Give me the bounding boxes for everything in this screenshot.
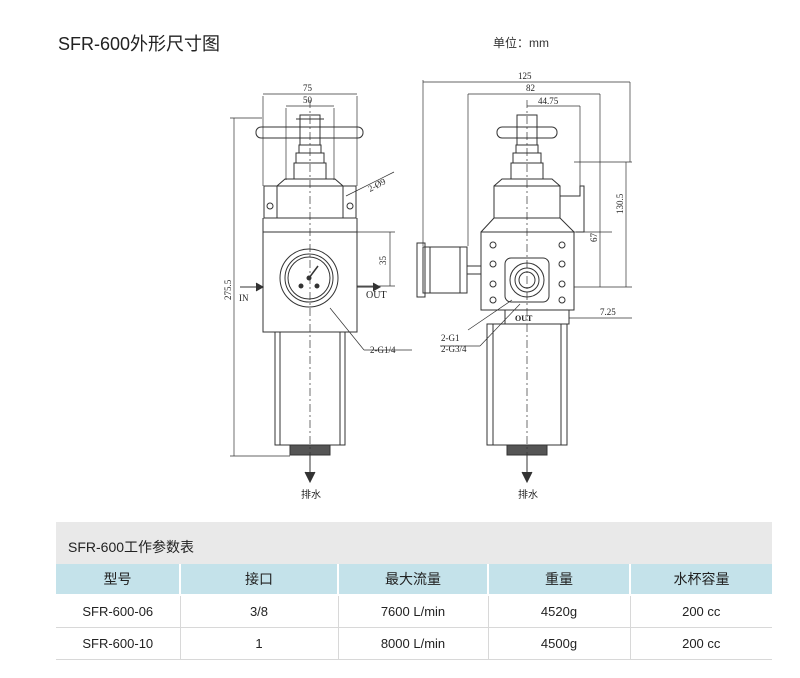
params-table: 型号 接口 最大流量 重量 水杯容量 SFR-600-06 3/8 7600 L… — [56, 564, 772, 660]
dim-port-height: 35 — [378, 256, 388, 266]
side-view — [416, 80, 632, 484]
table-caption: SFR-600工作参数表 — [56, 522, 772, 564]
cell-port: 3/8 — [180, 595, 339, 628]
table-header-row: 型号 接口 最大流量 重量 水杯容量 — [56, 564, 772, 596]
col-header-weight: 重量 — [488, 564, 631, 596]
dim-height-67: 67 — [589, 233, 599, 243]
col-header-model: 型号 — [56, 564, 181, 596]
label-port-thread: 2-G1/4 — [370, 345, 396, 355]
col-header-bowl: 水杯容量 — [630, 564, 772, 596]
cell-flow: 8000 L/min — [338, 627, 489, 660]
cell-model: SFR-600-10 — [56, 627, 181, 660]
dim-offset-725: 7.25 — [600, 307, 616, 317]
label-port-g34: 2-G3/4 — [441, 344, 467, 354]
cell-bowl: 200 cc — [630, 627, 772, 660]
col-header-port: 接口 — [180, 564, 339, 596]
cell-port: 1 — [180, 627, 339, 660]
table-row: SFR-600-10 1 8000 L/min 4500g 200 cc — [56, 627, 772, 660]
label-out-front: OUT — [366, 290, 387, 301]
dim-width-82: 82 — [526, 83, 535, 93]
dim-thread-top: 2-Ø9 — [366, 176, 387, 194]
cell-model: SFR-600-06 — [56, 595, 181, 628]
dim-width-4475: 44.75 — [538, 96, 559, 106]
label-in: IN — [239, 293, 249, 303]
label-port-g1: 2-G1 — [441, 333, 460, 343]
col-header-flow: 最大流量 — [338, 564, 489, 596]
dim-total-width: 125 — [518, 71, 532, 81]
page-title: SFR-600外形尺寸图 — [58, 34, 221, 54]
cell-weight: 4520g — [488, 595, 631, 628]
dim-width-outer: 75 — [303, 83, 313, 93]
dim-width-inner: 50 — [303, 95, 313, 105]
label-out-side: OUT — [515, 314, 533, 323]
table-row: SFR-600-06 3/8 7600 L/min 4520g 200 cc — [56, 595, 772, 628]
cell-flow: 7600 L/min — [338, 595, 489, 628]
cell-bowl: 200 cc — [630, 595, 772, 628]
front-view — [230, 93, 412, 484]
label-drain-side: 排水 — [518, 488, 538, 501]
dim-height-1305: 130.5 — [615, 193, 625, 214]
dimension-drawing: 75 50 2-Ø9 35 275.5 IN OUT 2-G1/4 排水 125… — [223, 71, 632, 501]
unit-label: 单位：mm — [493, 36, 549, 50]
dim-total-height: 275.5 — [223, 279, 233, 300]
label-drain-front: 排水 — [301, 488, 321, 501]
cell-weight: 4500g — [488, 627, 631, 660]
